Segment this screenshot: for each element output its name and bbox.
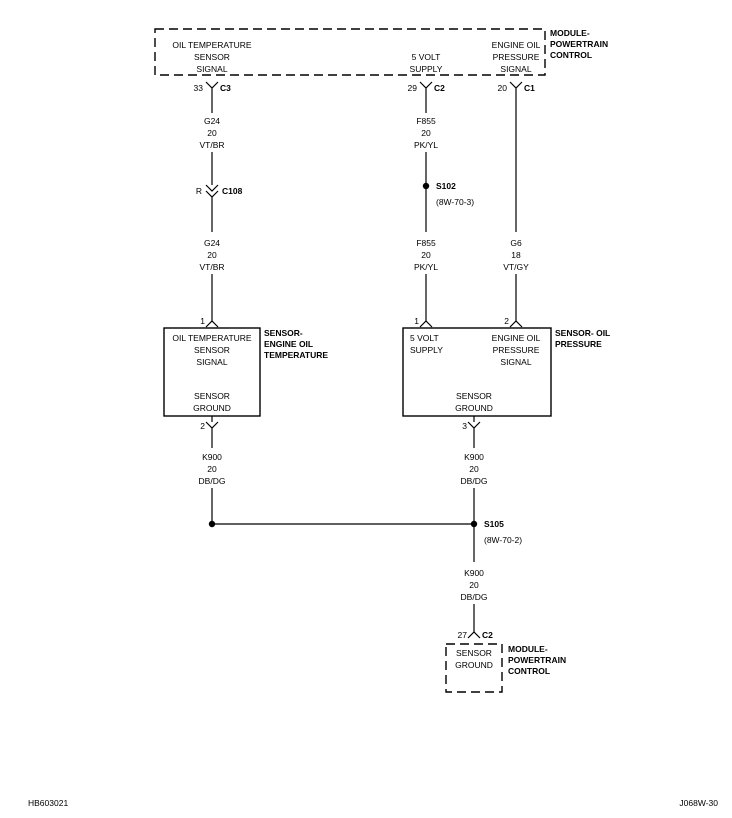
- f855-lower-color: PK/YL: [414, 262, 438, 272]
- pcm-c3-label: C3: [220, 83, 231, 93]
- pcm-c1-pin: 20: [498, 83, 508, 93]
- k900-left-gauge: 20: [207, 464, 217, 474]
- pcm-bottom-pin: 27: [458, 630, 468, 640]
- pcm-c3-pin: 33: [194, 83, 204, 93]
- oil-temp-sensor-name-2: ENGINE OIL: [264, 339, 313, 349]
- g24-upper-circuit: G24: [204, 116, 220, 126]
- oil-press-sensor-name-2: PRESSURE: [555, 339, 602, 349]
- pcm-top-box: [154, 28, 546, 76]
- oil-temp-sensor-ground-2: GROUND: [193, 403, 231, 413]
- g6-color: VT/GY: [503, 262, 529, 272]
- pcm-bottom-name-1: MODULE-: [508, 644, 548, 654]
- oil-temp-sensor-ground-1: SENSOR: [194, 391, 230, 401]
- oil-temp-sensor-name-3: TEMPERATURE: [264, 350, 328, 360]
- k900-left-color: DB/DG: [199, 476, 226, 486]
- pcm-c1-label: C1: [524, 83, 535, 93]
- pcm-top-name-3: CONTROL: [550, 50, 592, 60]
- s105-ref: (8W-70-2): [484, 535, 522, 545]
- oil-temp-pin2-connector-icon: [205, 421, 219, 434]
- g6-circuit: G6: [510, 238, 522, 248]
- oil-pressure-sensor-box: [402, 327, 552, 417]
- s105-label: S105: [484, 519, 504, 529]
- pcm-bottom-ground-1: SENSOR: [456, 648, 492, 658]
- footer-right-code: J068W-30: [679, 798, 718, 808]
- f855-upper-gauge: 20: [421, 128, 431, 138]
- oil-press-pin2: 2: [504, 316, 509, 326]
- pcm-top-name-1: MODULE-: [550, 28, 590, 38]
- g24-lower-gauge: 20: [207, 250, 217, 260]
- pcm-oil-temp-signal-2: SENSOR: [194, 52, 230, 62]
- oil-temp-pin1-connector-icon: [205, 320, 219, 328]
- pcm-oil-press-signal-3: SIGNAL: [500, 64, 531, 74]
- f855-upper-circuit: F855: [416, 116, 436, 126]
- oil-press-sensor-ground-1: SENSOR: [456, 391, 492, 401]
- s102-ref: (8W-70-3): [436, 197, 474, 207]
- oil-press-pin3-connector-icon: [467, 421, 481, 434]
- k900-left-circuit: K900: [202, 452, 222, 462]
- pcm-oil-press-signal-1: ENGINE OIL: [492, 40, 541, 50]
- pcm-bottom-name-3: CONTROL: [508, 666, 550, 676]
- pcm-bottom-conn: C2: [482, 630, 493, 640]
- oil-press-pin2-connector-icon: [509, 320, 523, 328]
- pcm-oil-press-signal-2: PRESSURE: [493, 52, 540, 62]
- f855-lower-gauge: 20: [421, 250, 431, 260]
- s105-splice-dot: [470, 520, 478, 528]
- pcm-bottom-box: [445, 643, 503, 693]
- oil-press-sensor-ground-2: GROUND: [455, 403, 493, 413]
- oil-press-pin1-connector-icon: [419, 320, 433, 328]
- k900-bottom-gauge: 20: [469, 580, 479, 590]
- s102-splice-dot: [422, 182, 430, 190]
- g24-lower-circuit: G24: [204, 238, 220, 248]
- footer-left-code: HB603021: [28, 798, 68, 808]
- k900-bottom-circuit: K900: [464, 568, 484, 578]
- pcm-c2-pin: 29: [408, 83, 418, 93]
- pcm-c1-connector-icon: [509, 81, 523, 92]
- oil-press-sensor-supply-2: SUPPLY: [410, 345, 443, 355]
- pcm-c2-label: C2: [434, 83, 445, 93]
- f855-lower-circuit: F855: [416, 238, 436, 248]
- oil-temp-sensor-signal-1: OIL TEMPERATURE: [172, 333, 252, 343]
- oil-temp-sensor-name-1: SENSOR-: [264, 328, 303, 338]
- g24-lower-color: VT/BR: [199, 262, 224, 272]
- pcm-c2-connector-icon: [419, 81, 433, 92]
- oil-temp-sensor-signal-2: SENSOR: [194, 345, 230, 355]
- c108-cavity: R: [196, 186, 202, 196]
- pcm-5v-supply-2: SUPPLY: [410, 64, 443, 74]
- oil-press-sensor-signal-1: ENGINE OIL: [492, 333, 541, 343]
- oil-temp-pin2: 2: [200, 421, 205, 431]
- c108-connector-icon: [205, 184, 219, 198]
- oil-press-sensor-signal-3: SIGNAL: [500, 357, 531, 367]
- pcm-bottom-name-2: POWERTRAIN: [508, 655, 566, 665]
- oil-press-sensor-signal-2: PRESSURE: [493, 345, 540, 355]
- g24-upper-color: VT/BR: [199, 140, 224, 150]
- c108-label: C108: [222, 186, 243, 196]
- oil-temp-sensor-signal-3: SIGNAL: [196, 357, 227, 367]
- oil-press-sensor-supply-1: 5 VOLT: [410, 333, 439, 343]
- oil-press-sensor-name-1: SENSOR- OIL: [555, 328, 610, 338]
- oil-press-pin3: 3: [462, 421, 467, 431]
- pcm-c3-connector-icon: [205, 81, 219, 92]
- g24-upper-gauge: 20: [207, 128, 217, 138]
- oil-press-pin1: 1: [414, 316, 419, 326]
- pcm-oil-temp-signal-3: SIGNAL: [196, 64, 227, 74]
- oil-temp-pin1: 1: [200, 316, 205, 326]
- g6-gauge: 18: [511, 250, 521, 260]
- k900-right-circuit: K900: [464, 452, 484, 462]
- pcm-bottom-ground-2: GROUND: [455, 660, 493, 670]
- k900-right-gauge: 20: [469, 464, 479, 474]
- pcm-bottom-c2-connector-icon: [467, 631, 481, 639]
- k900-right-color: DB/DG: [461, 476, 488, 486]
- s102-label: S102: [436, 181, 456, 191]
- pcm-top-name-2: POWERTRAIN: [550, 39, 608, 49]
- pcm-5v-supply-1: 5 VOLT: [412, 52, 441, 62]
- pcm-oil-temp-signal-1: OIL TEMPERATURE: [172, 40, 252, 50]
- k900-bottom-color: DB/DG: [461, 592, 488, 602]
- f855-upper-color: PK/YL: [414, 140, 438, 150]
